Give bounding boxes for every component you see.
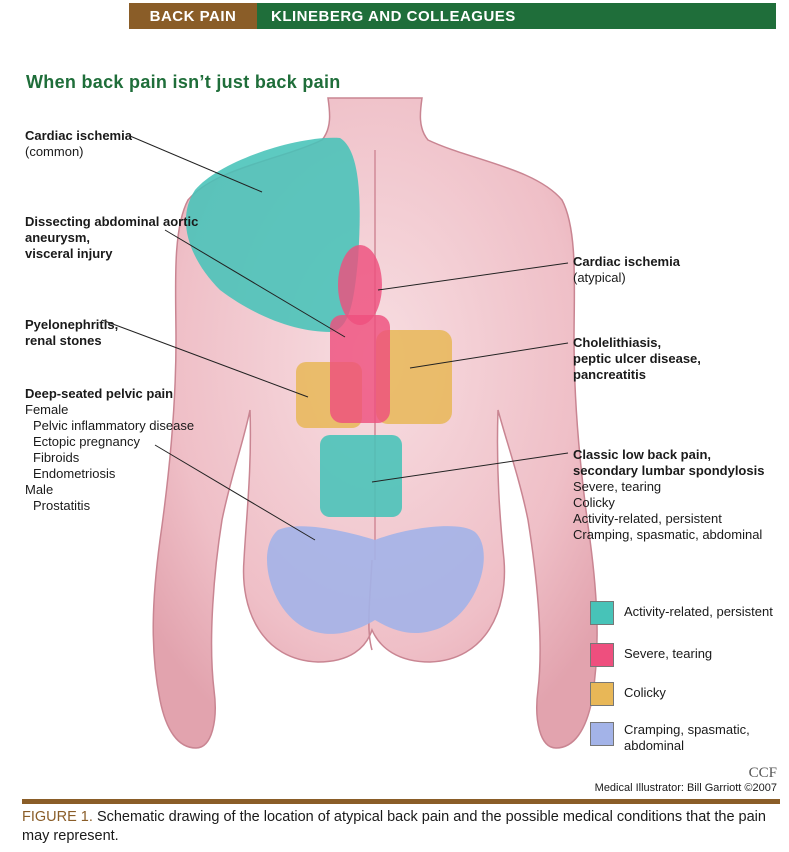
legend-swatch-teal: [590, 601, 614, 625]
label-pyelo: Pyelonephritis, renal stones: [25, 317, 118, 349]
label-classic-line1: Classic low back pain,: [573, 447, 711, 462]
label-chole-line2: peptic ulcer disease,: [573, 351, 701, 366]
label-pelvic-title: Deep-seated pelvic pain: [25, 386, 174, 401]
label-pelvic-female-item: Endometriosis: [33, 466, 116, 481]
label-classic-item: Severe, tearing: [573, 479, 662, 494]
label-aortic: Dissecting abdominal aortic aneurysm, vi…: [25, 214, 198, 262]
header-authors: KLINEBERG AND COLLEAGUES: [257, 3, 776, 29]
legend-swatch-pink: [590, 643, 614, 667]
legend-label: Severe, tearing: [624, 646, 713, 661]
label-pelvic-female-item: Pelvic inflammatory disease: [33, 418, 195, 433]
legend-label: Activity-related, persistent: [624, 604, 773, 619]
label-pelvic-female-item: Ectopic pregnancy: [33, 434, 140, 449]
caption-text: Schematic drawing of the location of aty…: [22, 809, 766, 844]
figure-caption: FIGURE 1. Schematic drawing of the locat…: [22, 808, 780, 846]
region-aortic: [330, 315, 390, 423]
label-cardiac-atypical-sub: (atypical): [573, 270, 626, 285]
legend-swatch-yellow: [590, 682, 614, 706]
label-chole-line1: Cholelithiasis,: [573, 335, 662, 350]
region-cardiac-common: [185, 137, 360, 332]
caption-rule: [22, 799, 780, 804]
ccf-logo: CCF: [748, 765, 777, 781]
legend-item-cramping: Cramping, spasmatic, abdominal: [590, 722, 764, 754]
label-chole: Cholelithiasis, peptic ulcer disease, pa…: [573, 335, 701, 383]
legend-item-severe: Severe, tearing: [590, 643, 712, 667]
label-pelvic-female: Female: [25, 402, 69, 417]
leader-lines: [101, 135, 569, 541]
label-pelvic-male: Male: [25, 482, 54, 497]
region-chole: [376, 330, 452, 424]
label-cardiac-common-title: Cardiac ischemia: [25, 128, 132, 143]
label-pyelo-line1: Pyelonephritis,: [25, 317, 119, 332]
label-aortic-line1: Dissecting abdominal aortic: [25, 214, 199, 229]
label-classic-item: Activity-related, persistent: [573, 511, 722, 526]
label-cardiac-common: Cardiac ischemia (common): [25, 128, 132, 160]
header-bar: BACK PAIN KLINEBERG AND COLLEAGUES: [129, 3, 776, 29]
label-classic: Classic low back pain, secondary lumbar …: [573, 447, 764, 543]
label-chole-line3: pancreatitis: [573, 367, 646, 382]
figure-title: When back pain isn’t just back pain: [26, 72, 341, 92]
label-aortic-line2: aneurysm,: [25, 230, 91, 245]
label-pyelo-line2: renal stones: [25, 333, 102, 348]
label-aortic-line3: visceral injury: [25, 246, 113, 261]
legend-swatch-blue: [590, 722, 614, 746]
figure-number: FIGURE 1.: [22, 809, 93, 825]
region-pelvic: [266, 526, 484, 634]
legend-label: Cramping, spasmatic, abdominal: [624, 722, 750, 753]
label-classic-item: Cramping, spasmatic, abdominal: [573, 527, 763, 542]
header-section: BACK PAIN: [129, 3, 257, 29]
legend-label: Colicky: [624, 685, 666, 700]
label-pelvic-female-item: Fibroids: [33, 450, 80, 465]
label-pelvic-male-item: Prostatitis: [33, 498, 91, 513]
legend-item-colicky: Colicky: [590, 682, 666, 706]
region-low-back: [320, 435, 402, 517]
region-cardiac-atypical: [338, 245, 382, 325]
label-classic-line2: secondary lumbar spondylosis: [573, 463, 765, 478]
legend-item-activity: Activity-related, persistent: [590, 601, 773, 625]
label-cardiac-atypical-title: Cardiac ischemia: [573, 254, 680, 269]
label-cardiac-common-sub: (common): [25, 144, 84, 159]
label-cardiac-atypical: Cardiac ischemia (atypical): [573, 254, 680, 286]
label-classic-item: Colicky: [573, 495, 615, 510]
illustrator-credit: Medical Illustrator: Bill Garriott ©2007: [594, 782, 777, 794]
label-pelvic: Deep-seated pelvic pain Female Pelvic in…: [25, 386, 194, 514]
